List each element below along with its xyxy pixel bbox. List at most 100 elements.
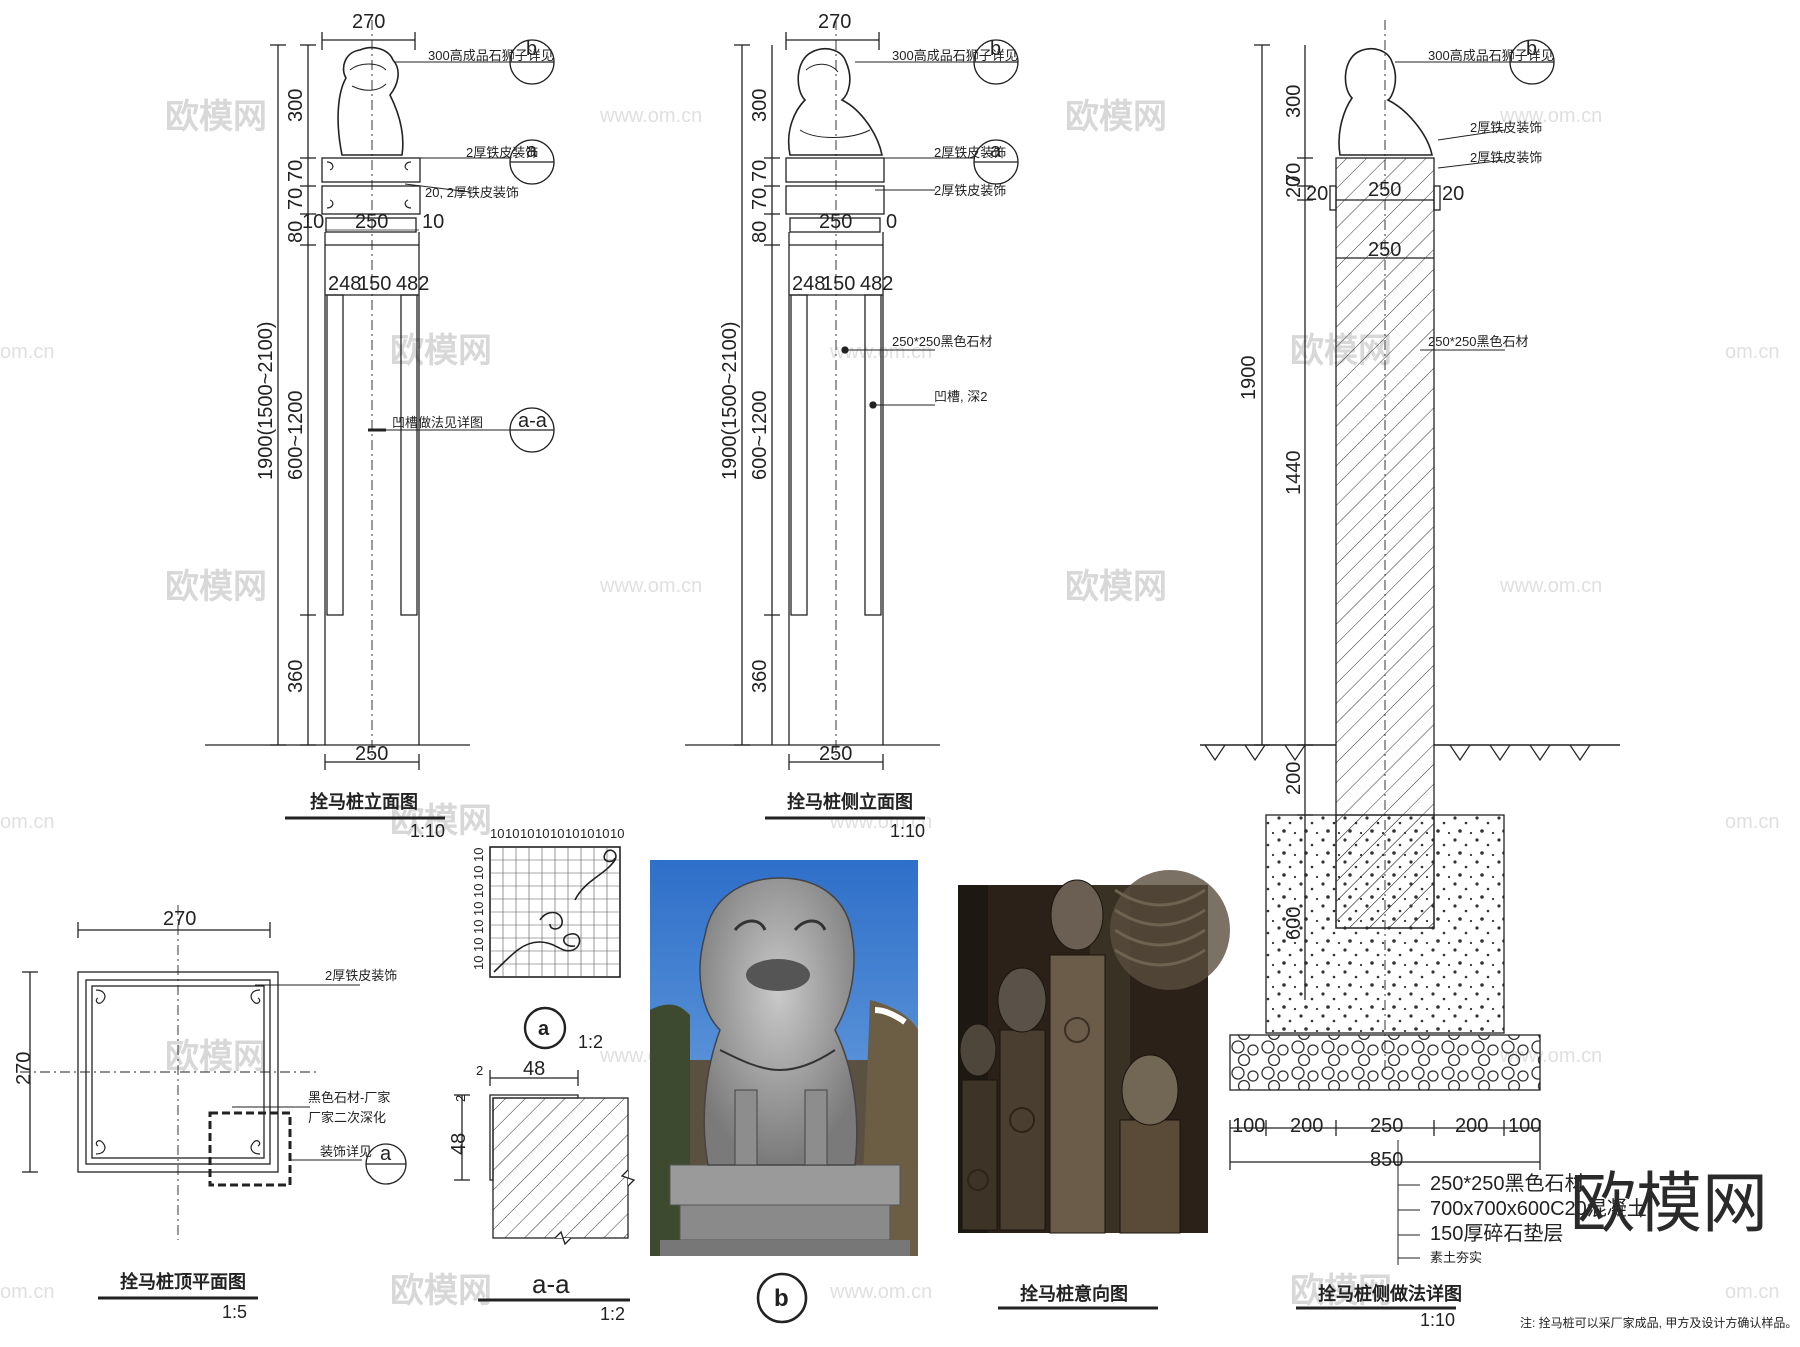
dim-1440: 1440 [1283,451,1305,496]
watermark-url: om.cn [0,811,54,833]
side-elevation [685,20,1019,770]
grid-top-dim-4: 10 [535,826,549,841]
dim-band-2: 150 [822,273,855,295]
section-aa-scale: 1:2 [600,1304,625,1324]
callout-a-label1: 2厚铁皮装饰 [466,145,538,160]
plan-note-1: 黑色石材-厂家 [308,1090,390,1105]
side-elevation-labels: 270 250 0 248 150 482 250 300 70 70 80 6… [719,11,1018,841]
watermark-cn: 欧模网 [1065,568,1167,606]
watermark-cn: 欧模网 [165,568,267,606]
dim-band-2: 150 [358,273,391,295]
callout-b-label: 300高成品石狮子详见 [1428,48,1554,63]
side-detail-scale: 1:10 [1420,1310,1455,1330]
dim-300: 300 [1283,85,1305,118]
dim-width-250b: 250 [1368,239,1401,261]
grid-left-dim-2: 10 [471,866,486,880]
stone-label: 250*250黑色石材 [892,334,992,349]
grid-top-dim-8: 10 [595,826,609,841]
top-plan [20,905,407,1240]
callout-b-tag: b [990,38,1001,60]
dim-base-total: 850 [1370,1149,1403,1171]
detail-a-tag: a [538,1018,550,1040]
front-elevation-labels: 270 250 10 10 248 150 482 250 300 70 70 … [255,11,554,841]
side-detail-labels: 1900 300 70 20 1440 200 600 250 250 20 2… [1232,38,1647,1330]
watermark-cn: 欧模网 [165,98,267,136]
grid-top-dim-7: 10 [580,826,594,841]
dim-70: 70 [1283,163,1305,185]
watermark-cn: 欧模网 [390,332,492,370]
watermark-url: www.om.cn [1499,105,1602,127]
dim-height-600-1200: 600~1200 [749,390,771,480]
callout-aa-label: 凹槽做法见详图 [392,415,483,430]
photo-b-tag: b [774,1285,789,1312]
dim-base-200a: 200 [1290,1115,1323,1137]
grid-top-dim-2: 10 [505,826,519,841]
plan-iron-label: 2厚铁皮装饰 [325,968,397,983]
intent-photo-title: 拴马桩意向图 [1020,1283,1128,1304]
dim-height-360: 360 [285,660,307,693]
grid-top-dim-5: 10 [550,826,564,841]
dim-side-right: 0 [886,211,897,233]
watermark-url: www.om.cn [829,1281,932,1303]
dim-band-3: 482 [860,273,893,295]
watermark-url: www.om.cn [1499,575,1602,597]
dim-height-70b: 70 [749,188,771,210]
watermarks: 欧模网 www.om.cn 欧模网 www.om.cn om.cn 欧模网 ww… [0,98,1779,1310]
grid-left-dim-6: 10 [471,938,486,952]
watermark-url: om.cn [0,1281,54,1303]
grid-top-dim-9: 10 [610,826,624,841]
aa-dim-48: 48 [523,1058,545,1080]
dim-total-1900: 1900 [1238,356,1260,401]
dim-width-250a: 250 [1368,179,1401,201]
detail-a-labels: 10 10 10 10 10 10 10 10 10 10 10 10 10 1… [471,826,624,1052]
iron-label-2: 2厚铁皮装饰 [1470,150,1542,165]
dim-base-250: 250 [1370,1115,1403,1137]
callout-b-label: 300高成品石狮子详见 [428,48,554,63]
dim-side-20-left: 20 [1306,183,1328,205]
dim-top-width: 270 [818,11,851,33]
brand-logo: 欧模网 [1570,1166,1768,1240]
plan-note-2: 厂家二次深化 [308,1110,386,1125]
callout-a-label2: 20, 2厚铁皮装饰 [425,185,519,200]
dim-600: 600 [1283,907,1305,940]
detail-a-scale: 1:2 [578,1032,603,1052]
front-elevation-scale: 1:10 [410,821,445,841]
aa-dim-48-vert: 48 [448,1133,470,1155]
watermark-url: www.om.cn [599,575,702,597]
dim-base-200b: 200 [1455,1115,1488,1137]
section-aa [454,1070,636,1246]
watermark-url: om.cn [1725,341,1779,363]
dim-total-height: 1900(1500~2100) [719,322,741,480]
dim-band-1: 248 [792,273,825,295]
footnote: 注: 拴马桩可以采厂家成品, 甲方及设计方确认样品。 [1520,1315,1797,1330]
dim-plan-height: 270 [13,1052,35,1085]
aa-dim-2-vert: 2 [453,1095,468,1102]
callout-b-tag: b [1526,38,1537,60]
top-plan-scale: 1:5 [222,1302,247,1322]
layer-2: 700x700x600C20混凝土 [1430,1197,1647,1220]
layer-1: 250*250黑色石材 [1430,1172,1585,1195]
grid-top-dim-1: 10 [490,826,504,841]
grid-top-dim-3: 10 [520,826,534,841]
dim-height-300: 300 [749,89,771,122]
side-detail [1200,20,1620,1265]
iron-label-1: 2厚铁皮装饰 [1470,120,1542,135]
dim-band-1: 248 [328,273,361,295]
watermark-url: om.cn [0,341,54,363]
lion-figure [337,46,404,156]
dim-height-300: 300 [285,89,307,122]
callout-a-tag: a [990,140,1002,162]
dim-height-70a: 70 [285,160,307,182]
detail-a-grid [489,846,621,1050]
stone-label: 250*250黑色石材 [1428,334,1528,349]
grid-left-dim-5: 10 [471,920,486,934]
grid-left-dim-3: 10 [471,884,486,898]
dim-mid-width: 250 [819,211,852,233]
groove-label: 凹槽, 深2 [934,389,987,404]
dim-height-70b: 70 [285,188,307,210]
callout-b-tag: b [526,38,537,60]
aa-dim-2: 2 [476,1063,483,1078]
lion-figure [787,48,883,156]
callout-aa-tag: a-a [518,410,548,432]
